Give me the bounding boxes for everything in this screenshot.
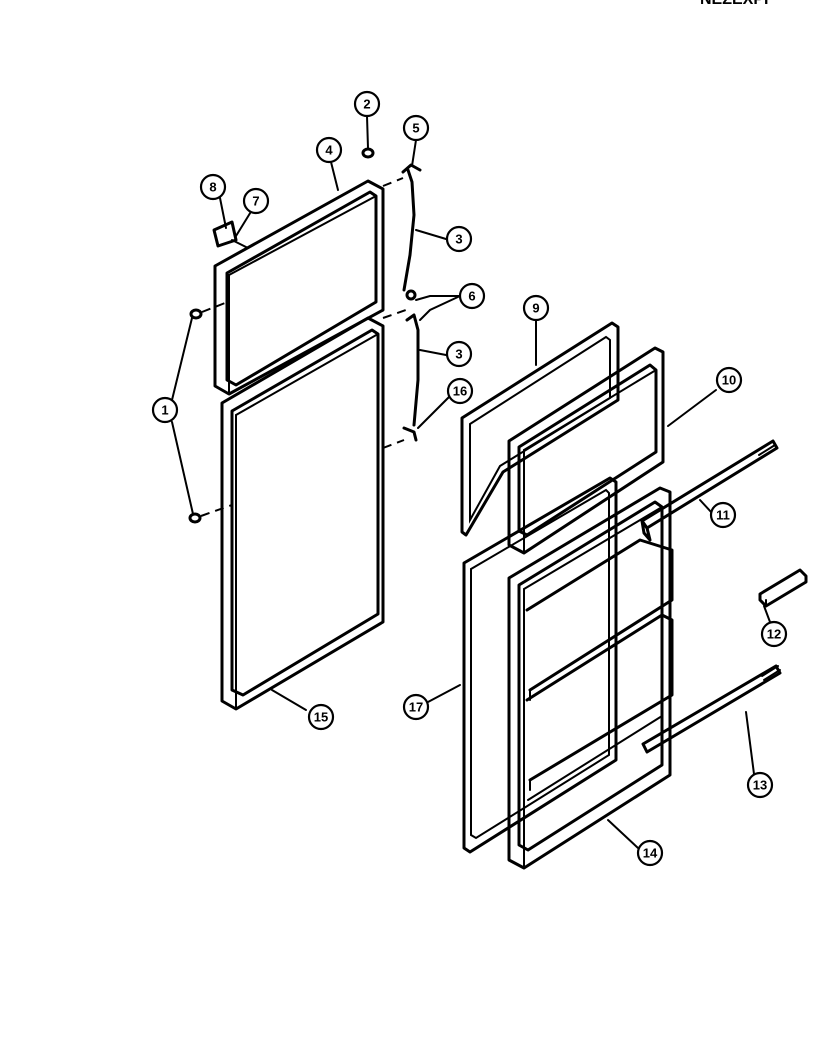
callout-10: 10 <box>715 366 743 394</box>
door-stop-upper <box>189 302 226 320</box>
hinge-upper <box>382 163 422 292</box>
svg-text:8: 8 <box>209 180 216 195</box>
door-stop-lower <box>188 504 233 524</box>
callout-5: 5 <box>402 114 430 142</box>
callout-2: 2 <box>353 90 381 118</box>
freezer-door-upper <box>213 179 385 396</box>
callout-17: 17 <box>402 693 430 721</box>
callout-12: 12 <box>760 620 788 648</box>
callout-7: 7 <box>242 187 270 215</box>
svg-text:7: 7 <box>252 194 259 209</box>
callout-4: 4 <box>315 136 343 164</box>
svg-text:5: 5 <box>412 121 419 136</box>
header-code: NEZEXPI <box>700 0 768 8</box>
callout-1: 1 <box>151 396 179 424</box>
svg-text:11: 11 <box>716 508 730 523</box>
svg-text:4: 4 <box>325 143 333 158</box>
svg-text:6: 6 <box>468 289 475 304</box>
svg-text:2: 2 <box>363 97 370 112</box>
freezer-door-gasket <box>460 321 620 537</box>
callout-11: 11 <box>709 501 737 529</box>
callout-3-upper: 3 <box>445 225 473 253</box>
callout-3-lower: 3 <box>445 340 473 368</box>
shelf-end-cap <box>758 568 808 608</box>
callout-9: 9 <box>522 294 550 322</box>
svg-text:1: 1 <box>161 403 168 418</box>
svg-text:15: 15 <box>314 710 328 725</box>
callout-13: 13 <box>746 771 774 799</box>
svg-text:13: 13 <box>753 778 767 793</box>
svg-text:3: 3 <box>455 232 462 247</box>
hinge-lower <box>382 426 418 449</box>
callout-6: 6 <box>458 282 486 310</box>
fresh-food-door-shelf <box>641 664 782 754</box>
callout-16: 16 <box>446 377 474 405</box>
svg-text:9: 9 <box>532 301 539 316</box>
hinge-middle <box>382 289 420 427</box>
leader-lines <box>171 115 771 849</box>
callout-8: 8 <box>199 173 227 201</box>
fresh-food-door-gasket <box>462 476 618 854</box>
freezer-door-shelf <box>640 439 779 542</box>
svg-text:12: 12 <box>767 627 781 642</box>
callout-14: 14 <box>636 839 664 867</box>
svg-text:10: 10 <box>722 373 736 388</box>
fresh-food-door-liner <box>507 486 674 870</box>
hinge-pin <box>361 147 375 159</box>
svg-text:17: 17 <box>409 700 423 715</box>
svg-text:14: 14 <box>643 846 658 861</box>
callout-15: 15 <box>307 703 335 731</box>
fresh-food-door-lower <box>220 316 385 711</box>
svg-text:16: 16 <box>453 384 467 399</box>
svg-text:3: 3 <box>455 347 462 362</box>
